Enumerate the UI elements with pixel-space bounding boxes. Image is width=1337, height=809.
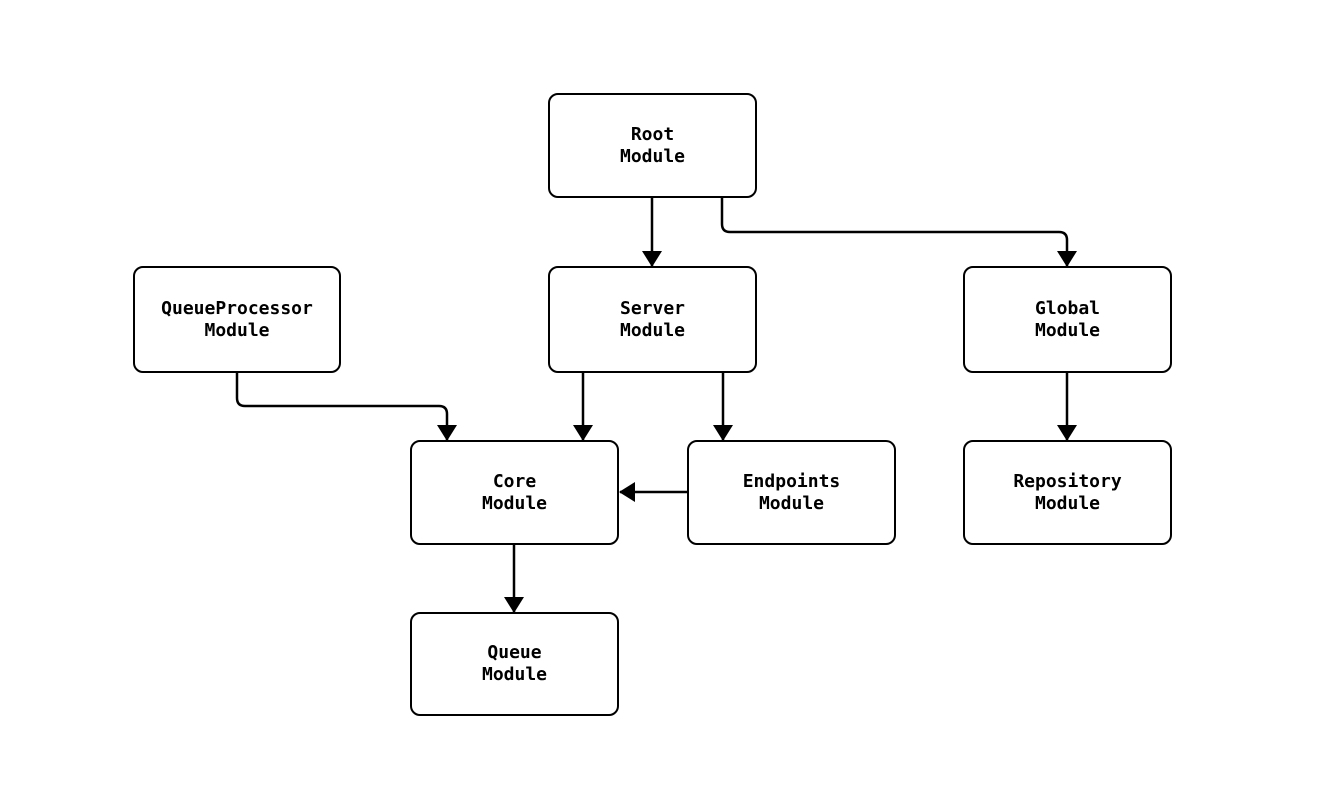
node-label: Core Module: [481, 470, 548, 514]
node-label: Global Module: [1034, 297, 1101, 341]
node-label: Endpoints Module: [742, 470, 841, 514]
node-global-module: Global Module: [963, 266, 1172, 373]
node-label: Root Module: [619, 123, 686, 167]
node-server-module: Server Module: [548, 266, 757, 373]
node-core-module: Core Module: [410, 440, 619, 545]
node-label: Server Module: [619, 297, 686, 341]
node-label: Queue Module: [481, 642, 548, 685]
edge-group: [235, 198, 1077, 613]
node-queue-module: Queue Module: [410, 612, 619, 716]
node-root-module: Root Module: [548, 93, 757, 198]
node-endpoints-module: Endpoints Module: [687, 440, 896, 545]
edge-queueprocessor-to-core: [235, 373, 457, 441]
edge-root-to-global: [720, 198, 1077, 267]
node-label: Repository Module: [1013, 470, 1122, 514]
node-repository-module: Repository Module: [963, 440, 1172, 545]
node-label: QueueProcessor Module: [161, 297, 313, 341]
node-queueprocessor-module: QueueProcessor Module: [133, 266, 341, 373]
